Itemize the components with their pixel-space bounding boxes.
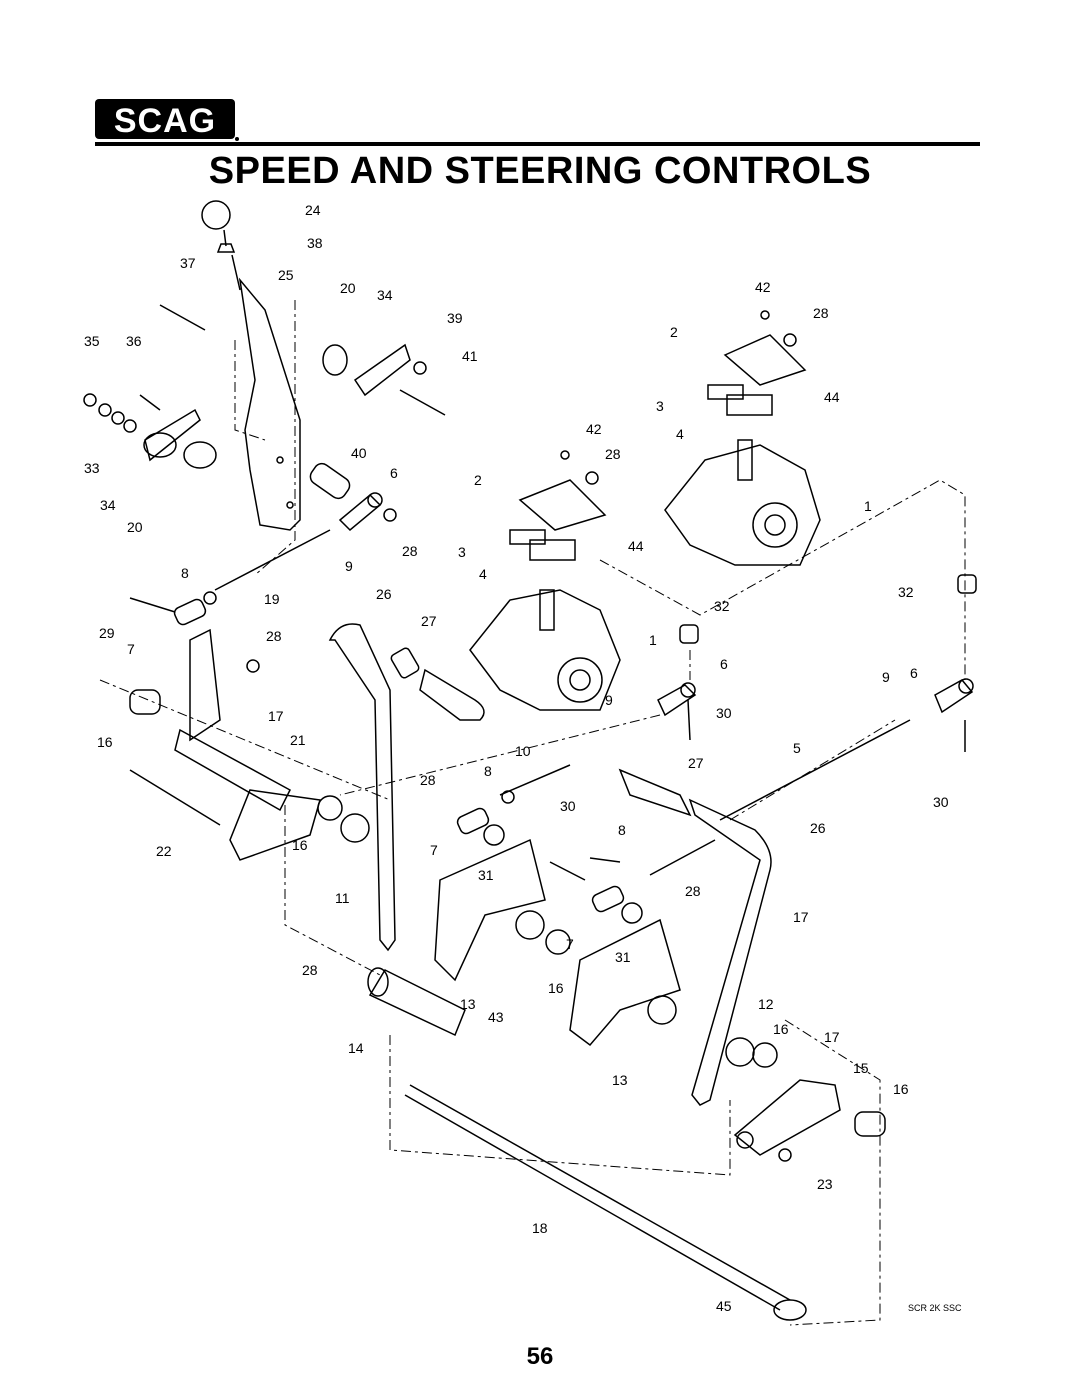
- callout: 28: [402, 543, 418, 559]
- callout: 23: [817, 1176, 833, 1192]
- callout: 26: [810, 820, 826, 836]
- callout: 40: [351, 445, 367, 461]
- callout: 14: [348, 1040, 364, 1056]
- shift-lever: [201, 200, 301, 531]
- callout: 16: [548, 980, 564, 996]
- linkage-right: [456, 574, 977, 924]
- callout: 27: [688, 755, 704, 771]
- callout: 9: [605, 692, 613, 708]
- callout: 41: [462, 348, 478, 364]
- callout: 3: [656, 398, 664, 414]
- callout: 16: [97, 734, 113, 750]
- callout: 11: [335, 890, 350, 906]
- callout: 43: [488, 1009, 504, 1025]
- page-title: SPEED AND STEERING CONTROLS: [208, 150, 872, 192]
- callout: 16: [292, 837, 308, 853]
- hydro-pump-left: [469, 450, 621, 711]
- callout: 42: [755, 279, 771, 295]
- steering-lever-left: [328, 623, 485, 952]
- callout: 20: [127, 519, 143, 535]
- callout: 6: [390, 465, 398, 481]
- callout: 18: [532, 1220, 548, 1236]
- callout: 28: [420, 772, 436, 788]
- callout: 29: [99, 625, 115, 641]
- callout: 45: [716, 1298, 732, 1314]
- callout: 32: [898, 584, 914, 600]
- page-number: 56: [526, 1343, 554, 1370]
- hydro-pump-right: [664, 310, 821, 566]
- drawing-code: SCR 2K SSC: [908, 1303, 962, 1313]
- callout: 35: [84, 333, 100, 349]
- callout: 42: [586, 421, 602, 437]
- callout: 24: [305, 202, 321, 218]
- callout: 30: [560, 798, 576, 814]
- callout: 28: [685, 883, 701, 899]
- callout: 19: [264, 591, 280, 607]
- callout: 32: [714, 598, 730, 614]
- callout: 6: [910, 665, 918, 681]
- lower-shaft-assembly: [367, 967, 886, 1321]
- callout: 27: [421, 613, 437, 629]
- callout: 6: [720, 656, 728, 672]
- callout: 7: [127, 641, 135, 657]
- callout: 22: [156, 843, 172, 859]
- callout: 13: [612, 1072, 628, 1088]
- callout: 36: [126, 333, 142, 349]
- callout: 17: [824, 1029, 840, 1045]
- callout: 10: [515, 743, 531, 759]
- callout: 26: [376, 586, 392, 602]
- callout: 2: [474, 472, 482, 488]
- pivot-assembly-left: [129, 628, 370, 861]
- callout: 28: [605, 446, 621, 462]
- callout: 12: [758, 996, 774, 1012]
- callout: 13: [460, 996, 476, 1012]
- callout: 33: [84, 460, 100, 476]
- callout: 28: [302, 962, 318, 978]
- callout: 28: [266, 628, 282, 644]
- callout: 9: [882, 669, 890, 685]
- callout: 1: [649, 632, 657, 648]
- callout: 17: [268, 708, 284, 724]
- callout: 8: [484, 763, 492, 779]
- callout: 16: [893, 1081, 909, 1097]
- callout: 9: [345, 558, 353, 574]
- header-rule: [95, 142, 980, 146]
- brackets: [434, 838, 681, 1047]
- callout: 4: [676, 426, 684, 442]
- callout: 34: [100, 497, 116, 513]
- callout: 37: [180, 255, 196, 271]
- callout: 30: [716, 705, 732, 721]
- callout: 3: [458, 544, 466, 560]
- callout: 7: [566, 936, 574, 952]
- callout: 38: [307, 235, 323, 251]
- callout: 21: [290, 732, 306, 748]
- callout: 44: [628, 538, 644, 554]
- callout: 8: [618, 822, 626, 838]
- callout: 44: [824, 389, 840, 405]
- callout: 5: [793, 740, 801, 756]
- linkage-left: [129, 462, 397, 626]
- pivot-hardware-left: [83, 304, 446, 469]
- centerlines: [99, 300, 966, 1326]
- callout: 15: [853, 1060, 869, 1076]
- callout: 4: [479, 566, 487, 582]
- scag-logo: SCAG: [95, 99, 239, 141]
- callout: 20: [340, 280, 356, 296]
- callout: 31: [478, 867, 494, 883]
- callout: 2: [670, 324, 678, 340]
- steering-lever-right: [618, 768, 772, 1106]
- callout: 39: [447, 310, 463, 326]
- callout: 16: [773, 1021, 789, 1037]
- svg-text:SCAG: SCAG: [114, 102, 216, 140]
- callout: 17: [793, 909, 809, 925]
- callout: 34: [377, 287, 393, 303]
- callout: 28: [813, 305, 829, 321]
- callout: 1: [864, 498, 872, 514]
- callout: 7: [430, 842, 438, 858]
- callout: 30: [933, 794, 949, 810]
- callout: 25: [278, 267, 294, 283]
- callout: 31: [615, 949, 631, 965]
- callout: 8: [181, 565, 189, 581]
